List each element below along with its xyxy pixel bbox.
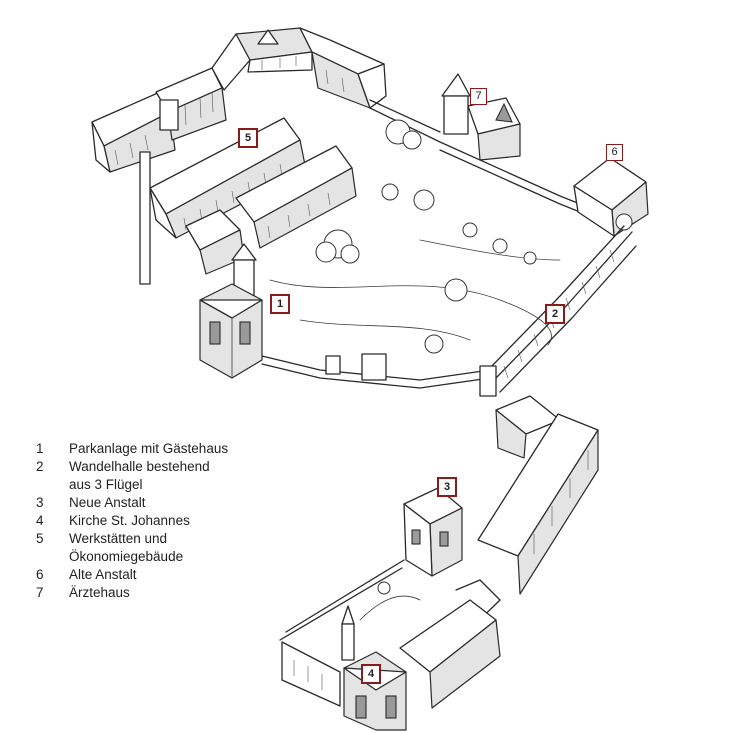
legend-number: 6 — [36, 567, 44, 582]
legend-number: 4 — [36, 513, 44, 528]
colonnade — [479, 225, 637, 397]
legend-label: Alte Anstalt — [69, 567, 137, 582]
legend-number: 3 — [36, 495, 44, 510]
marker-4: 4 — [361, 664, 381, 684]
legend-item: 5 Werkstätten und Ökonomiegebäude — [36, 530, 296, 566]
workshops-building — [149, 117, 357, 275]
legend-number: 5 — [36, 531, 44, 546]
legend-item: 3 Neue Anstalt — [36, 494, 296, 512]
marker-1: 1 — [270, 294, 290, 314]
legend-label: Neue Anstalt — [69, 495, 146, 510]
legend-label: Wandelhalle bestehend aus 3 Flügel — [69, 459, 210, 492]
tower-building — [199, 243, 263, 379]
legend-number: 2 — [36, 459, 44, 474]
new-institution — [279, 395, 599, 709]
legend-label: Kirche St. Johannes — [69, 513, 190, 528]
legend: 1 Parkanlage mit Gästehaus 2 Wandelhalle… — [36, 440, 296, 602]
north-wing-buildings — [91, 27, 441, 285]
legend-label: Werkstätten und Ökonomiegebäude — [69, 531, 184, 564]
old-institution — [573, 157, 649, 237]
legend-label: Ärztehaus — [69, 585, 130, 600]
marker-7: 7 — [470, 88, 487, 105]
church-st-johannes — [341, 605, 407, 731]
marker-6: 6 — [606, 144, 623, 161]
marker-3: 3 — [437, 477, 457, 497]
legend-number: 7 — [36, 585, 44, 600]
park-courtyard — [261, 119, 561, 389]
legend-label: Parkanlage mit Gästehaus — [69, 441, 229, 456]
marker-5: 5 — [238, 128, 258, 148]
legend-item: 1 Parkanlage mit Gästehaus — [36, 440, 296, 458]
legend-item: 4 Kirche St. Johannes — [36, 512, 296, 530]
legend-number: 1 — [36, 441, 44, 456]
legend-item: 7 Ärztehaus — [36, 584, 296, 602]
legend-item: 6 Alte Anstalt — [36, 566, 296, 584]
marker-2: 2 — [545, 304, 565, 324]
legend-item: 2 Wandelhalle bestehend aus 3 Flügel — [36, 458, 296, 494]
